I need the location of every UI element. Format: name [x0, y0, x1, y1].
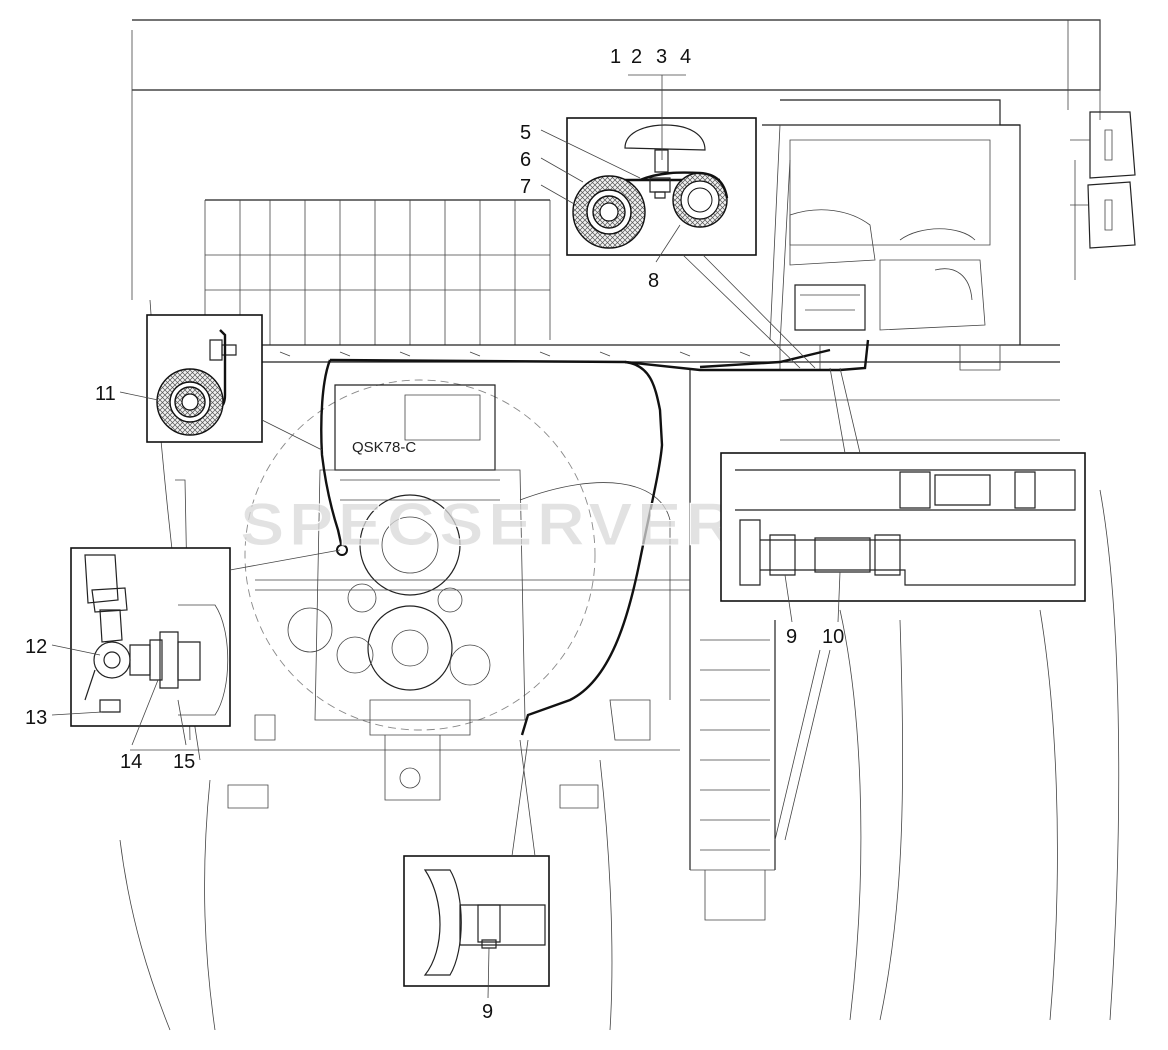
detail-view-9-10 [720, 367, 1086, 841]
callout-15: 15 [173, 751, 195, 773]
callout-1: 1 [610, 46, 621, 68]
callout-8: 8 [648, 270, 659, 292]
machine-background [119, 19, 1136, 1031]
callout-3: 3 [656, 46, 667, 68]
callout-6: 6 [520, 149, 531, 171]
callout-4: 4 [680, 46, 691, 68]
callout-10: 10 [822, 626, 844, 648]
hose-routing [320, 339, 870, 736]
detail-view-11 [146, 314, 323, 451]
engine-label: QSK78-C [352, 439, 416, 456]
detail-view-top [566, 117, 816, 369]
callout-2: 2 [631, 46, 642, 68]
callout-5: 5 [520, 122, 531, 144]
detail-view-9-bottom [403, 739, 550, 987]
callout-leaders [51, 74, 841, 999]
callout-numbers: 1 2 3 4 5 6 7 8 11 12 13 14 15 9 10 9 [25, 46, 844, 1023]
callout-7: 7 [520, 176, 531, 198]
callout-12: 12 [25, 636, 47, 658]
callout-14: 14 [120, 751, 142, 773]
callout-9-bottom: 9 [482, 1001, 493, 1023]
callout-13: 13 [25, 707, 47, 729]
callout-9-right: 9 [786, 626, 797, 648]
callout-11: 11 [95, 383, 116, 405]
detail-view-12-15 [70, 547, 341, 727]
